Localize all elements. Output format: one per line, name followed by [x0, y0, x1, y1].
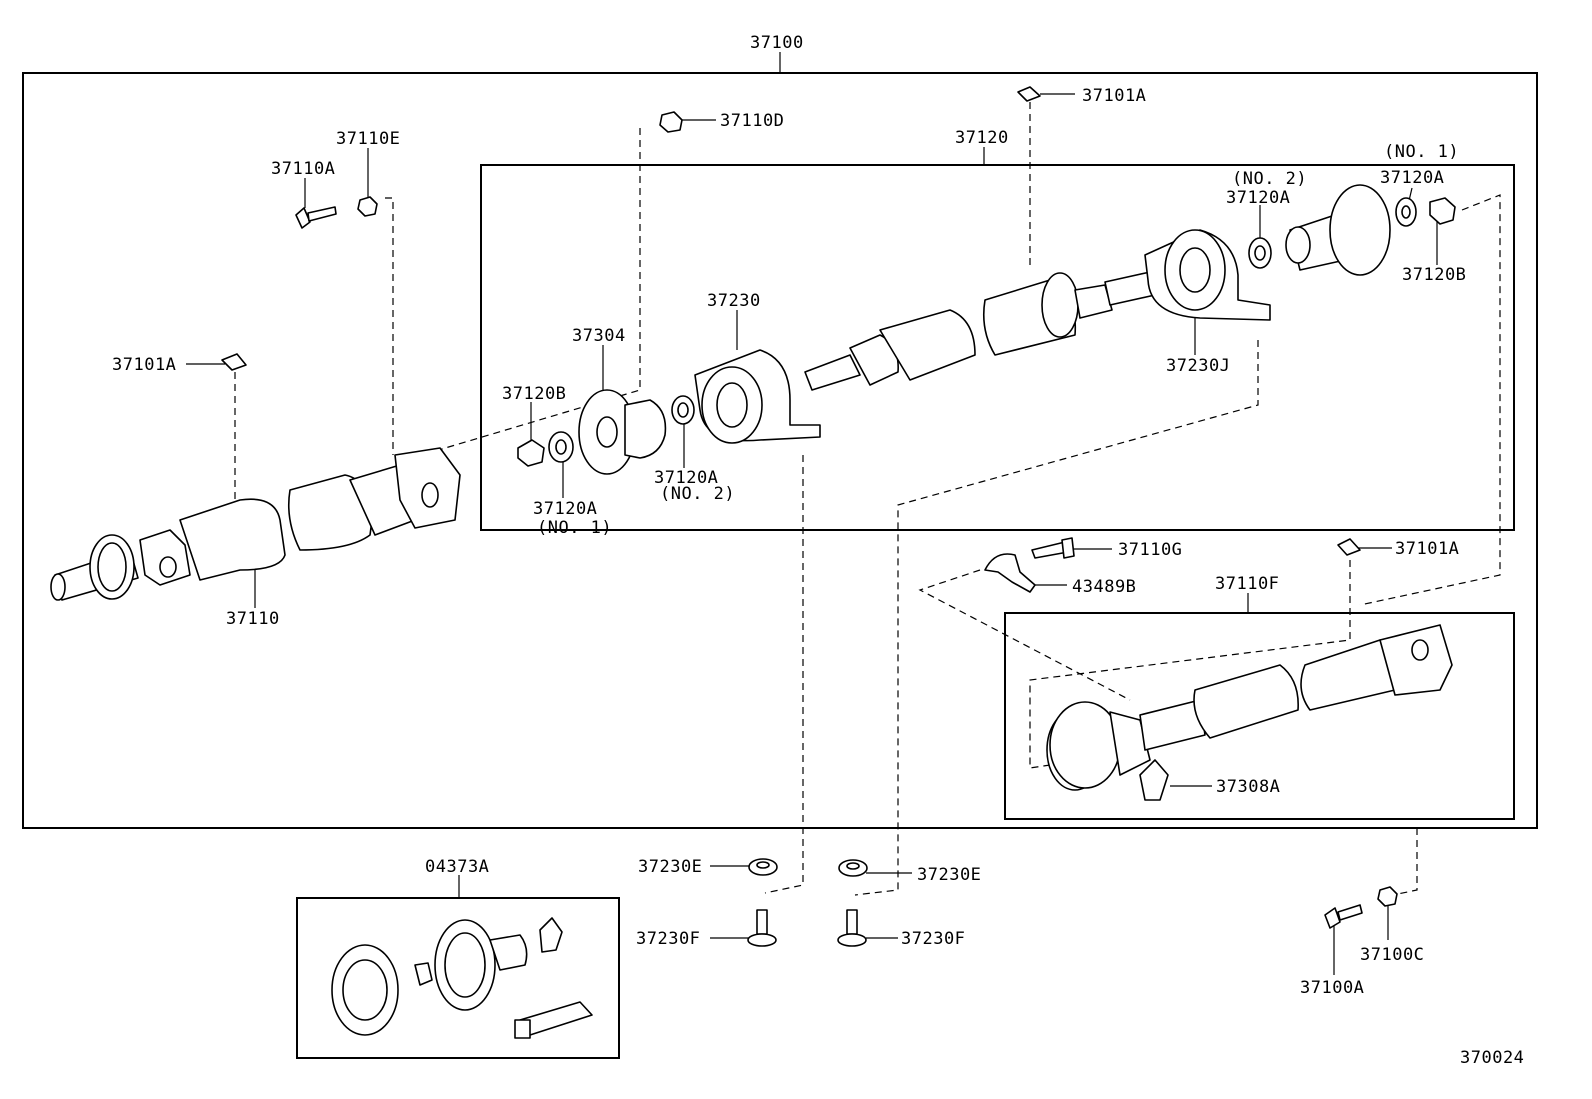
- washer-37120A-no2-right: [1248, 237, 1272, 269]
- label-no1-note-top: (NO. 1): [1384, 142, 1459, 162]
- nut-37100C: [1377, 886, 1398, 907]
- label-37120A-no1-top: 37120A: [1380, 168, 1444, 188]
- center-bearing-37230: [694, 349, 821, 444]
- diagram-id: 370024: [1460, 1048, 1524, 1068]
- clip-37101A-top: [1017, 86, 1041, 102]
- label-37120A-no2-top: 37120A: [1226, 188, 1290, 208]
- label-37110A: 37110A: [271, 159, 335, 179]
- label-37110F: 37110F: [1215, 574, 1279, 594]
- clip-37101A-right: [1337, 538, 1361, 556]
- washer-37230E-left: [748, 858, 778, 876]
- washer-37120A-no1-right: [1395, 197, 1417, 227]
- shaft-37120: [804, 271, 1156, 391]
- label-37230E-right: 37230E: [917, 865, 981, 885]
- clip-43489B: [984, 553, 1036, 593]
- nut-37120B-right: [1429, 197, 1456, 225]
- nut-37120B-left: [517, 439, 545, 467]
- label-37120A-no1-bottom: 37120A: [533, 499, 597, 519]
- clip-37308A: [1139, 759, 1169, 801]
- propeller-shaft-37110F: [1046, 624, 1453, 791]
- label-37100A: 37100A: [1300, 978, 1364, 998]
- label-no2-note-top: (NO. 2): [1232, 169, 1307, 189]
- label-37110E: 37110E: [336, 129, 400, 149]
- label-no1-note-bottom: (NO. 1): [537, 518, 612, 538]
- label-37230: 37230: [707, 291, 761, 311]
- label-37230J: 37230J: [1166, 356, 1230, 376]
- label-04373A: 04373A: [425, 857, 489, 877]
- label-37120B-left: 37120B: [502, 384, 566, 404]
- kit-04373A-frame: [296, 897, 620, 1059]
- label-37110G: 37110G: [1118, 540, 1182, 560]
- assembly-37110F-frame: [1004, 612, 1515, 820]
- bolt-37110G: [1031, 537, 1075, 559]
- bolt-37110A: [295, 206, 337, 229]
- label-37120B-right: 37120B: [1402, 265, 1466, 285]
- label-37110: 37110: [226, 609, 280, 629]
- bolt-37230F-right: [837, 909, 867, 947]
- flange-37304: [578, 389, 667, 475]
- center-bearing-37230J: [1144, 229, 1271, 321]
- leader-lines: [186, 52, 1438, 975]
- assembly-37120-frame: [480, 164, 1515, 531]
- label-37101A-top: 37101A: [1082, 86, 1146, 106]
- label-37308A: 37308A: [1216, 777, 1280, 797]
- label-37120A-no2-bottom: 37120A: [654, 468, 718, 488]
- propeller-shaft-37110: [50, 447, 461, 601]
- bolt-37230F-left: [747, 909, 777, 947]
- label-37230F-left: 37230F: [636, 929, 700, 949]
- assembly-37100-frame: [22, 72, 1538, 829]
- label-37230F-right: 37230F: [901, 929, 965, 949]
- label-37110D: 37110D: [720, 111, 784, 131]
- flange-right: [1285, 184, 1391, 276]
- label-37100: 37100: [750, 33, 804, 53]
- bolt-37100A: [1324, 904, 1363, 929]
- washer-37230E-right: [838, 859, 868, 877]
- boot-kit-04373A: [331, 917, 593, 1039]
- label-37100C: 37100C: [1360, 945, 1424, 965]
- alignment-dashes: [234, 102, 1501, 896]
- label-37120: 37120: [955, 128, 1009, 148]
- washer-37120A-no1-left: [548, 431, 574, 463]
- label-37101A-left: 37101A: [112, 355, 176, 375]
- part-labels: 37100 37101A 37110D 37120 37110E 37110A …: [112, 33, 1524, 1068]
- label-37304: 37304: [572, 326, 626, 346]
- washer-37120A-no2-left: [671, 395, 695, 425]
- label-37101A-right: 37101A: [1395, 539, 1459, 559]
- label-37230E-left: 37230E: [638, 857, 702, 877]
- label-43489B: 43489B: [1072, 577, 1136, 597]
- clip-37101A-left: [221, 353, 247, 371]
- label-no2-note-bottom: (NO. 2): [660, 484, 735, 504]
- nut-37110E: [357, 196, 378, 217]
- nut-37110D: [659, 111, 683, 133]
